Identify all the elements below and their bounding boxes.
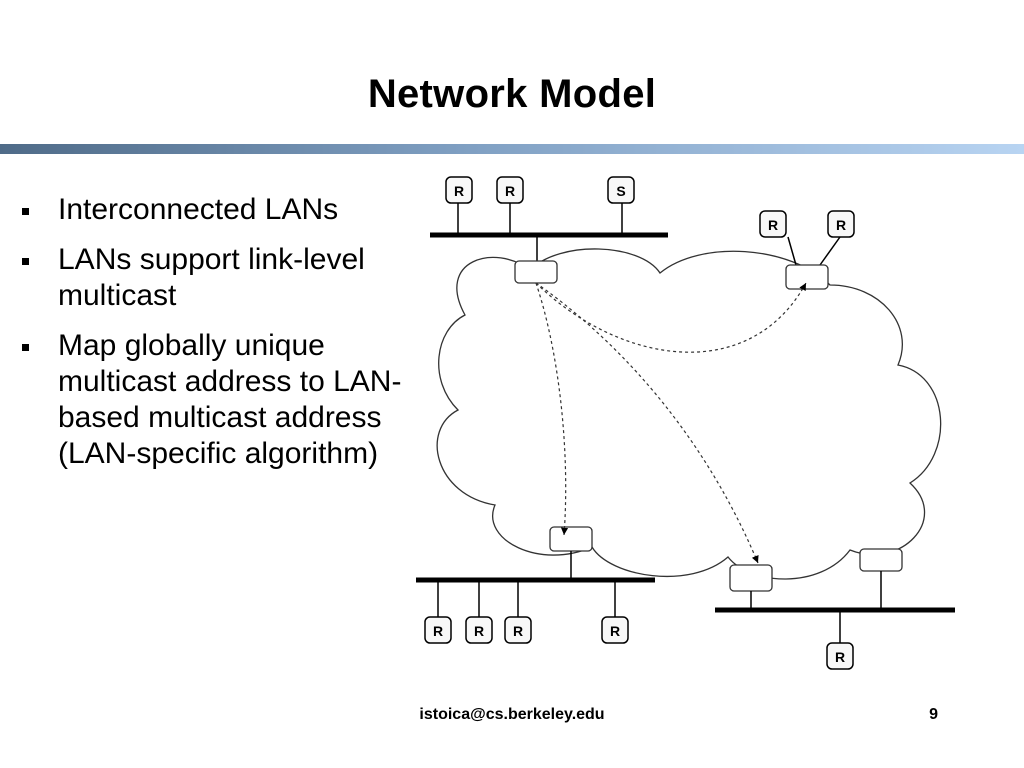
host-node: R [759, 210, 787, 238]
host-label: R [835, 649, 845, 665]
footer-email: istoica@cs.berkeley.edu [419, 706, 605, 723]
host-label: R [768, 217, 778, 233]
host-node: R [504, 616, 532, 644]
router-node [729, 564, 773, 592]
multicast-arrow [535, 282, 807, 353]
host-label: R [836, 217, 846, 233]
host-label: S [616, 183, 625, 199]
square-bullet-icon [22, 208, 29, 215]
page-number: 9 [929, 706, 938, 723]
host-node: R [827, 210, 855, 238]
host-node: S [607, 176, 635, 204]
title-underline-bar [0, 144, 1024, 154]
host-node: R [424, 616, 452, 644]
multicast-arrow [535, 282, 759, 564]
host-label: R [454, 183, 464, 199]
bullet-text: Interconnected LANs [58, 193, 339, 226]
bullet-item: Interconnected LANs [20, 192, 420, 228]
bullet-list: Interconnected LANs LANs support link-le… [20, 192, 420, 486]
square-bullet-icon [22, 344, 29, 351]
internetwork-cloud [436, 248, 942, 580]
router-node [785, 264, 829, 290]
slide-title: Network Model [367, 72, 657, 116]
host-label: R [610, 623, 620, 639]
square-bullet-icon [22, 258, 29, 265]
host-node: R [445, 176, 473, 204]
bullet-text: Map globally unique multicast address to… [58, 329, 402, 470]
host-node: R [601, 616, 629, 644]
host-label: R [433, 623, 443, 639]
host-node: R [496, 176, 524, 204]
host-node: R [826, 642, 854, 670]
router-node [859, 548, 903, 572]
network-diagram: R R S R R R R R R [416, 176, 955, 670]
bullet-item: LANs support link-level multicast [20, 242, 420, 314]
multicast-arrow [535, 282, 569, 536]
host-label: R [513, 623, 523, 639]
host-node: R [465, 616, 493, 644]
host-label: R [474, 623, 484, 639]
bullet-item: Map globally unique multicast address to… [20, 328, 420, 472]
bullet-text: LANs support link-level multicast [58, 243, 365, 312]
router-node [549, 526, 593, 552]
router-node [514, 260, 558, 284]
host-label: R [505, 183, 515, 199]
